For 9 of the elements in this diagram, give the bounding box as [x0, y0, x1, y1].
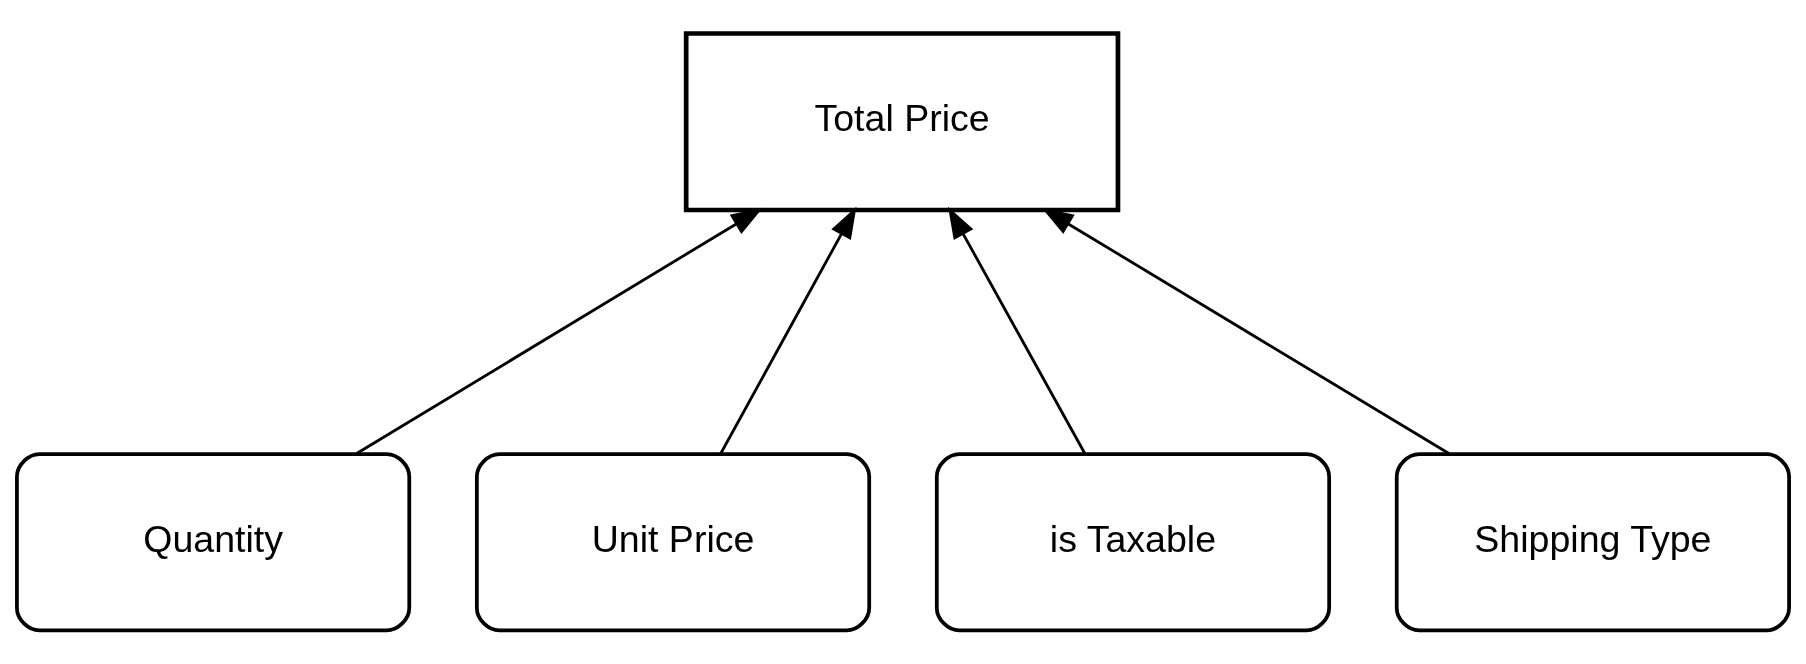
arrow	[355, 207, 763, 455]
arrow	[719, 206, 857, 455]
arrow	[948, 206, 1087, 455]
node-box: Shipping Type	[1394, 452, 1791, 633]
node-box: Unit Price	[474, 452, 872, 633]
node-box: Quantity	[15, 452, 412, 633]
node-box: Total Price	[683, 31, 1121, 213]
arrow	[1041, 207, 1450, 455]
node-box: is Taxable	[934, 452, 1332, 633]
